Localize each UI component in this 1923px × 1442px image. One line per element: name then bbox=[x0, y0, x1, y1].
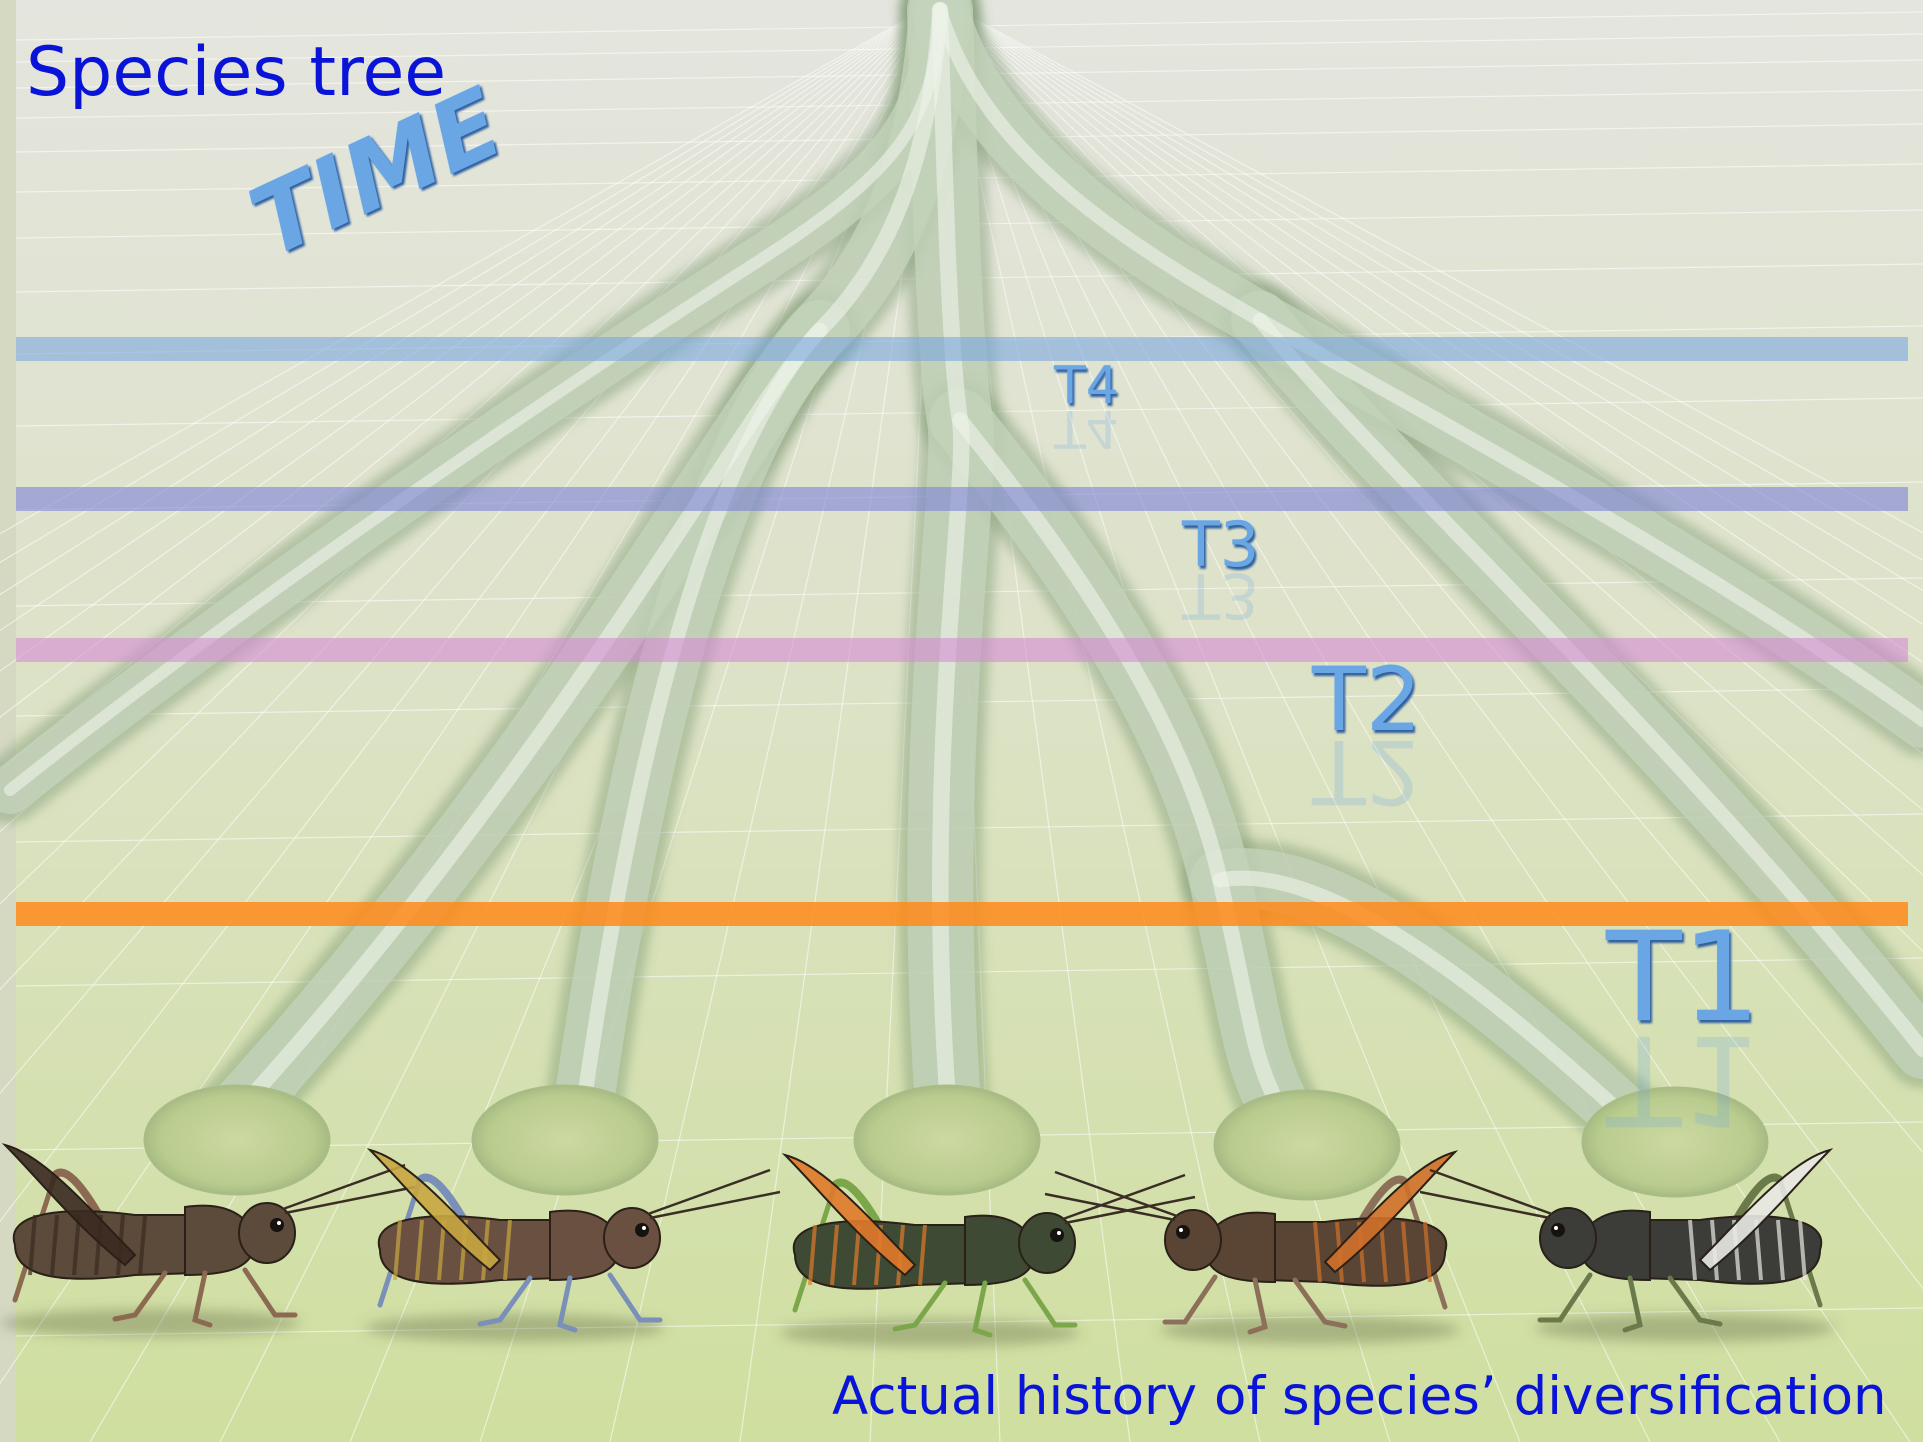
time-band-t2 bbox=[16, 638, 1908, 662]
time-slice-label-t4: T4 T4 bbox=[1054, 356, 1119, 458]
time-band-t3 bbox=[16, 487, 1908, 511]
tree-tip-end bbox=[145, 1086, 329, 1194]
page-title: Species tree bbox=[26, 32, 446, 114]
t2-reflection: T2 bbox=[1312, 720, 1422, 823]
tree-tip-end bbox=[855, 1086, 1039, 1194]
time-slice-label-t2: T2 T2 bbox=[1312, 648, 1422, 823]
time-band-t4 bbox=[16, 337, 1908, 361]
tree-tip-end bbox=[1215, 1091, 1399, 1199]
t3-reflection: T3 bbox=[1182, 559, 1259, 632]
t1-reflection: T1 bbox=[1606, 1007, 1761, 1151]
t4-reflection: T4 bbox=[1054, 398, 1119, 458]
left-border bbox=[0, 0, 16, 1442]
time-slice-label-t1: T1 T1 bbox=[1606, 906, 1761, 1151]
tree-tip-end bbox=[473, 1086, 657, 1194]
time-slice-label-t3: T3 T3 bbox=[1182, 508, 1259, 632]
diversification-caption: Actual history of species’ diversificati… bbox=[832, 1364, 1887, 1430]
